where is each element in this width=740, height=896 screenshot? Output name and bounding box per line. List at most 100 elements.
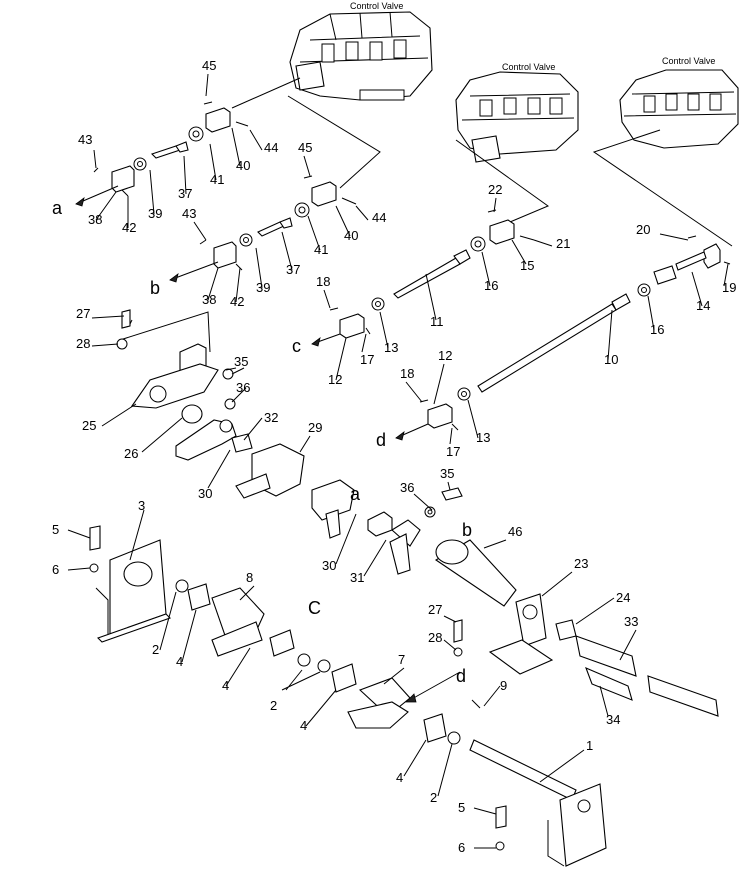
part-number: 35 (234, 354, 248, 369)
part-number: 26 (124, 446, 138, 461)
control-valve-label: Control Valve (502, 62, 555, 72)
part-number: 30 (322, 558, 336, 573)
part-number: 28 (76, 336, 90, 351)
part-number: 5 (458, 800, 465, 815)
lever-8 (211, 587, 357, 693)
leader-lines (67, 73, 729, 849)
part-number: 40 (344, 228, 358, 243)
part-number: 37 (286, 262, 300, 277)
part-number: 4 (396, 770, 403, 785)
connection-letter-a: a (52, 198, 63, 218)
part-number: 42 (230, 294, 244, 309)
connection-letters: a b c d a b C d (52, 198, 472, 686)
part-number: 22 (488, 182, 502, 197)
part-number: 38 (202, 292, 216, 307)
linkage-a (75, 101, 249, 207)
linkage-d-upper (477, 235, 731, 393)
part-number: 19 (722, 280, 736, 295)
bushings-lower (423, 713, 461, 745)
clevis-d (395, 387, 471, 441)
part-number: 39 (256, 280, 270, 295)
part-number: 8 (246, 570, 253, 585)
part-number: 27 (76, 306, 90, 321)
part-number: 23 (574, 556, 588, 571)
lever-31 (367, 487, 463, 575)
part-number: 34 (606, 712, 620, 727)
part-number: 33 (624, 614, 638, 629)
connection-letter-a-target: a (350, 484, 361, 504)
part-number: 14 (696, 298, 710, 313)
part-number: 32 (264, 410, 278, 425)
part-number: 12 (328, 372, 342, 387)
connection-letter-d-target: d (456, 666, 466, 686)
part-number: 25 (82, 418, 96, 433)
control-valve-3: Control Valve (619, 56, 739, 149)
part-number: 2 (430, 790, 437, 805)
part-number: 41 (314, 242, 328, 257)
part-number: 21 (556, 236, 570, 251)
connection-letter-b-target: b (462, 520, 472, 540)
part-number: 36 (236, 380, 250, 395)
bracket-25 (116, 309, 237, 410)
part-number: 13 (384, 340, 398, 355)
part-number: 2 (152, 642, 159, 657)
part-number: 43 (182, 206, 196, 221)
part-number: 4 (222, 678, 229, 693)
lever-32-shaft-29 (175, 404, 355, 539)
connection-letter-b: b (150, 278, 160, 298)
part-number: 18 (316, 274, 330, 289)
part-number: 45 (298, 140, 312, 155)
linkage-b (169, 175, 357, 283)
pedal-1 (469, 699, 607, 867)
part-number: 44 (372, 210, 386, 225)
part-number: 44 (264, 140, 278, 155)
part-number: 45 (202, 58, 216, 73)
part-number: 39 (148, 206, 162, 221)
part-number: 35 (440, 466, 454, 481)
part-number: 12 (438, 348, 452, 363)
connection-letter-c: c (292, 336, 301, 356)
connection-letter-d: d (376, 430, 386, 450)
part-labels: 45 43 44 40 41 37 39 42 38 45 43 44 40 4… (52, 58, 736, 855)
part-number: 18 (400, 366, 414, 381)
part-number: 5 (52, 522, 59, 537)
part-number: 17 (360, 352, 374, 367)
part-number: 4 (300, 718, 307, 733)
part-number: 31 (350, 570, 364, 585)
part-number: 17 (446, 444, 460, 459)
part-number: 28 (428, 630, 442, 645)
part-number: 29 (308, 420, 322, 435)
control-valve-2: Control Valve (455, 62, 579, 163)
part-number: 11 (430, 314, 444, 329)
part-number: 7 (398, 652, 405, 667)
part-number: 40 (236, 158, 250, 173)
control-valve-label: Control Valve (350, 1, 403, 11)
part-number: 2 (270, 698, 277, 713)
clevis-c (311, 297, 385, 347)
part-number: 4 (176, 654, 183, 669)
part-number: 6 (458, 840, 465, 855)
part-number: 42 (122, 220, 136, 235)
part-number: 10 (604, 352, 618, 367)
part-number: 41 (210, 172, 224, 187)
linkage-c-upper (393, 209, 535, 299)
part-number: 43 (78, 132, 92, 147)
part-number: 1 (586, 738, 593, 753)
part-number: 37 (178, 186, 192, 201)
part-number: 9 (500, 678, 507, 693)
part-number: 16 (650, 322, 664, 337)
bracket-3 (95, 539, 211, 643)
part-number: 13 (476, 430, 490, 445)
lever-7 (347, 671, 461, 729)
part-number: 46 (508, 524, 522, 539)
pivot-assembly-23 (434, 539, 719, 717)
part-number: 3 (138, 498, 145, 513)
part-number: 36 (400, 480, 414, 495)
connection-letter-c-target: C (308, 598, 321, 618)
part-number: 27 (428, 602, 442, 617)
control-valve-label: Control Valve (662, 56, 715, 66)
control-valve-1: Control Valve (289, 1, 433, 101)
part-number: 20 (636, 222, 650, 237)
part-number: 16 (484, 278, 498, 293)
